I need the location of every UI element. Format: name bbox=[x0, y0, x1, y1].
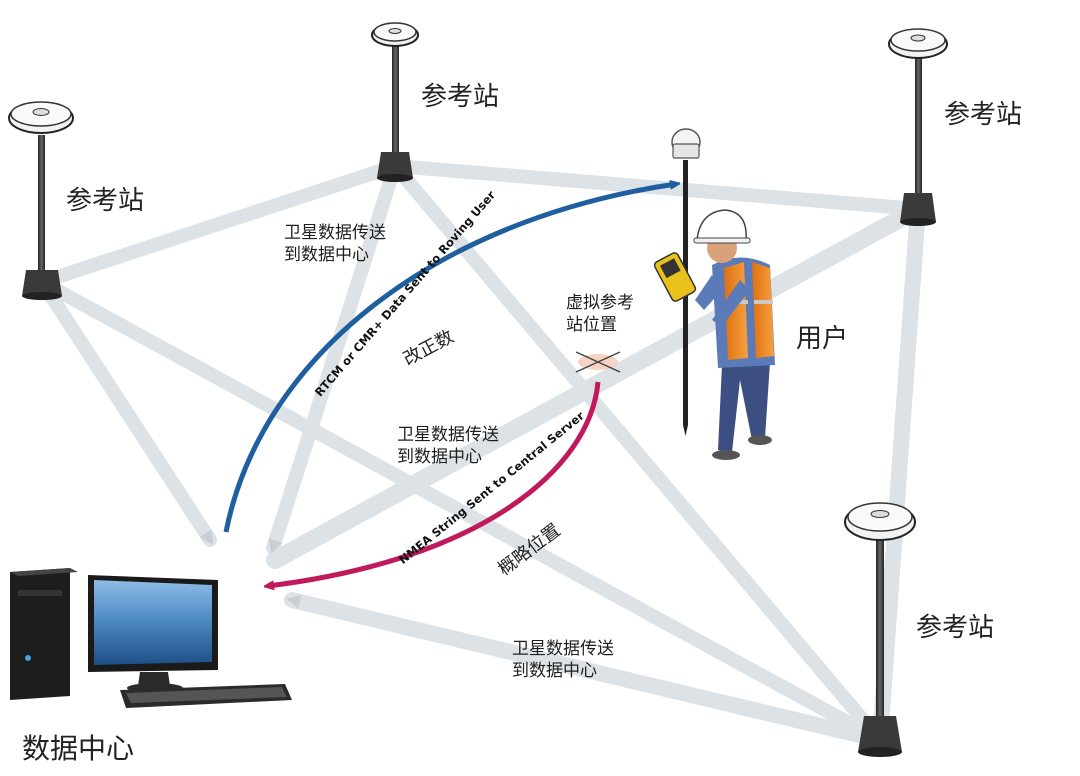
transmission-upper-line-2: 到数据中心 bbox=[284, 245, 369, 265]
data-center-label: 数据中心 bbox=[22, 732, 135, 765]
reference-station-bottom-right bbox=[844, 502, 916, 757]
transmission-upper-line-1: 卫星数据传送 bbox=[284, 223, 386, 243]
reference-station-top-right bbox=[888, 28, 948, 226]
reference-station-top-left bbox=[8, 101, 74, 300]
transmission-middle-line-2: 到数据中心 bbox=[397, 447, 482, 467]
correction-arc bbox=[223, 184, 676, 533]
keyboard bbox=[120, 684, 292, 708]
transmission-bottom-line-1: 卫星数据传送 bbox=[512, 639, 614, 659]
station-label-top-center: 参考站 bbox=[421, 82, 500, 112]
station-label-top-right: 参考站 bbox=[944, 100, 1023, 130]
position-arc bbox=[268, 381, 601, 586]
user-label: 用户 bbox=[796, 324, 849, 354]
virtual-station-label: 虚拟参考 站位置 bbox=[566, 292, 634, 336]
station-label-bottom-right: 参考站 bbox=[916, 613, 995, 643]
virtual-station-line-1: 虚拟参考 bbox=[566, 293, 634, 313]
reference-station-top-center bbox=[371, 22, 419, 182]
transmission-label-upper: 卫星数据传送 到数据中心 bbox=[284, 222, 386, 266]
computer-monitor bbox=[88, 575, 218, 693]
transmission-label-bottom: 卫星数据传送 到数据中心 bbox=[512, 638, 614, 682]
computer-tower bbox=[10, 568, 78, 700]
virtual-station-mark bbox=[575, 351, 621, 373]
transmission-bottom-line-2: 到数据中心 bbox=[512, 661, 597, 681]
rover-user-figure bbox=[653, 128, 775, 460]
transmission-label-middle: 卫星数据传送 到数据中心 bbox=[397, 424, 499, 468]
station-label-top-left: 参考站 bbox=[66, 186, 145, 216]
transmission-middle-line-1: 卫星数据传送 bbox=[397, 425, 499, 445]
virtual-station-line-2: 站位置 bbox=[566, 315, 617, 335]
